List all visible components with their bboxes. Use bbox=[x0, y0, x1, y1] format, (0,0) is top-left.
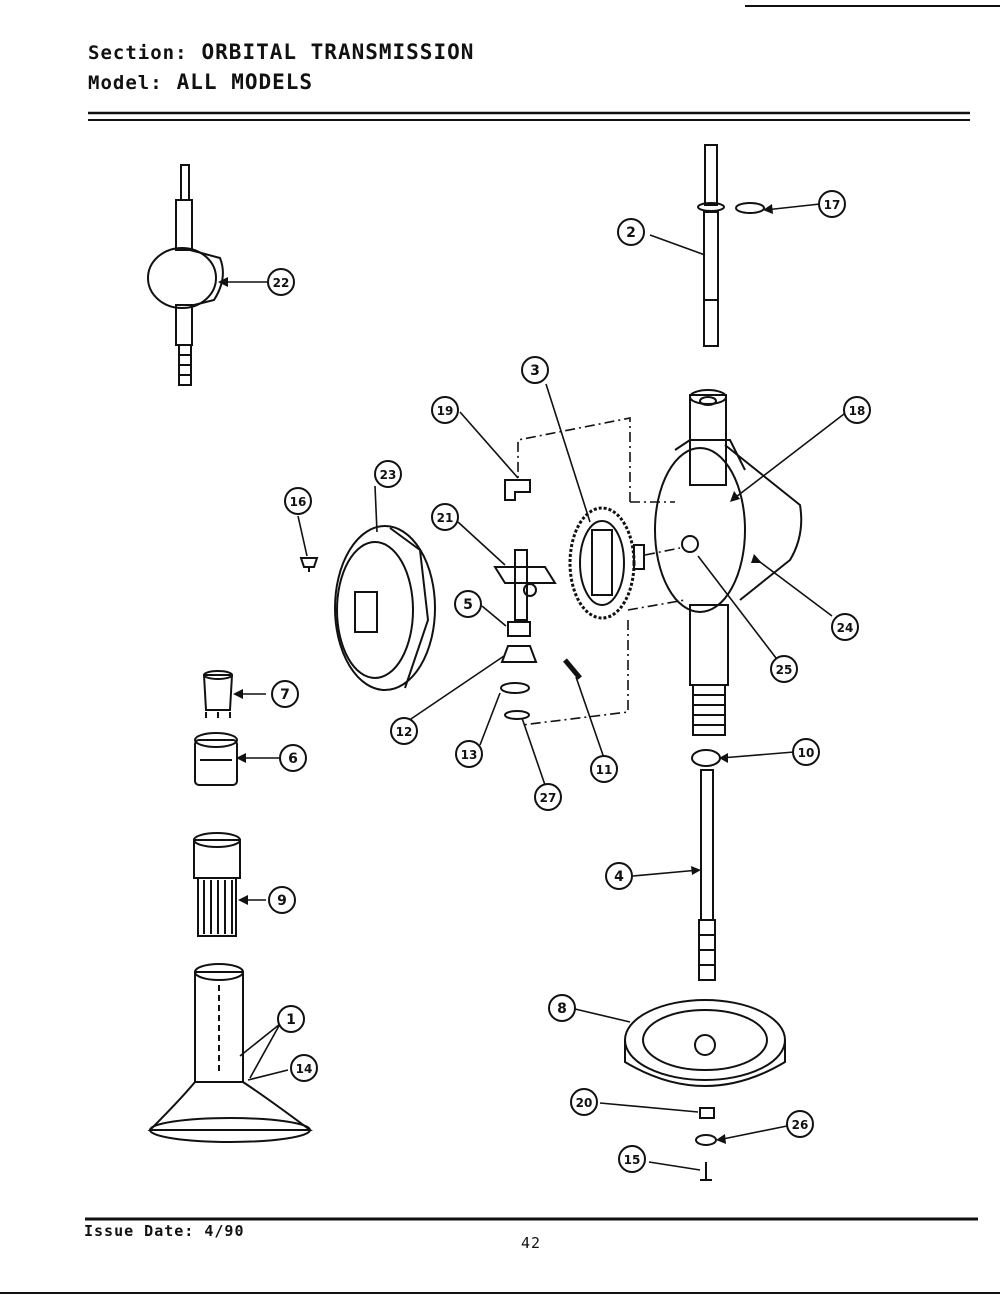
callout-label: 8 bbox=[557, 1001, 567, 1017]
part-cover bbox=[334, 525, 436, 691]
callout-label: 24 bbox=[837, 621, 854, 635]
callout-23: 23 bbox=[374, 460, 402, 488]
callout-label: 25 bbox=[776, 663, 793, 677]
section-heading: Section: ORBITAL TRANSMISSION bbox=[88, 40, 474, 64]
callout-1: 1 bbox=[277, 1005, 305, 1033]
callout-label: 10 bbox=[798, 746, 815, 760]
callout-label: 11 bbox=[596, 763, 613, 777]
part-pin bbox=[563, 658, 582, 680]
callout-2: 2 bbox=[617, 218, 645, 246]
callout-label: 26 bbox=[792, 1118, 809, 1132]
callout-label: 1 bbox=[286, 1012, 296, 1028]
callout-label: 19 bbox=[437, 404, 454, 418]
part-washer bbox=[500, 682, 530, 694]
callout-18: 18 bbox=[843, 396, 871, 424]
part-nut bbox=[699, 1107, 715, 1119]
callout-6: 6 bbox=[279, 744, 307, 772]
model-heading: Model: ALL MODELS bbox=[88, 70, 313, 94]
callout-15: 15 bbox=[618, 1145, 646, 1173]
part-screw bbox=[299, 557, 319, 572]
callout-22: 22 bbox=[267, 268, 295, 296]
page-number: 42 bbox=[521, 1234, 542, 1252]
part-seal bbox=[691, 749, 721, 767]
callout-label: 27 bbox=[540, 791, 557, 805]
callout-label: 12 bbox=[396, 725, 413, 739]
callout-label: 3 bbox=[530, 363, 540, 379]
callout-label: 13 bbox=[461, 748, 478, 762]
callout-20: 20 bbox=[570, 1088, 598, 1116]
callout-label: 16 bbox=[290, 495, 307, 509]
section-label: Section: bbox=[88, 42, 188, 64]
callout-layer: 1234567891011121314151617181920212223242… bbox=[267, 190, 871, 1173]
part-transmission-assembly bbox=[147, 164, 224, 386]
callout-26: 26 bbox=[786, 1110, 814, 1138]
callout-17: 17 bbox=[818, 190, 846, 218]
part-ring bbox=[735, 202, 765, 214]
callout-label: 22 bbox=[273, 276, 290, 290]
part-washer-small bbox=[504, 710, 530, 720]
model-label: Model: bbox=[88, 72, 163, 94]
callout-5: 5 bbox=[454, 590, 482, 618]
part-lower-shaft bbox=[698, 769, 716, 981]
model-value: ALL MODELS bbox=[176, 70, 314, 94]
callout-7: 7 bbox=[271, 680, 299, 708]
callout-label: 9 bbox=[277, 893, 287, 909]
part-gear bbox=[568, 506, 645, 620]
callout-label: 17 bbox=[824, 198, 841, 212]
part-pulley bbox=[624, 999, 786, 1087]
part-bolt bbox=[700, 1162, 712, 1181]
callout-4: 4 bbox=[605, 862, 633, 890]
part-pinion-assembly bbox=[493, 549, 557, 621]
callout-label: 7 bbox=[280, 687, 290, 703]
callout-12: 12 bbox=[390, 717, 418, 745]
callout-24: 24 bbox=[831, 613, 859, 641]
callout-16: 16 bbox=[284, 487, 312, 515]
callout-21: 21 bbox=[431, 503, 459, 531]
callout-label: 15 bbox=[624, 1153, 641, 1167]
part-transmission-housing bbox=[654, 389, 803, 736]
callout-8: 8 bbox=[548, 994, 576, 1022]
alignment-lines bbox=[517, 417, 686, 726]
part-bevel-gear bbox=[500, 645, 538, 663]
callout-14: 14 bbox=[290, 1054, 318, 1082]
callout-label: 23 bbox=[380, 468, 397, 482]
part-agitator-base bbox=[147, 963, 314, 1143]
callout-25: 25 bbox=[770, 655, 798, 683]
callout-label: 20 bbox=[576, 1096, 593, 1110]
part-clip bbox=[504, 479, 531, 501]
section-value: ORBITAL TRANSMISSION bbox=[201, 40, 475, 64]
part-cap bbox=[202, 670, 234, 718]
part-upper-shaft bbox=[697, 144, 725, 347]
issue-date: Issue Date: 4/90 bbox=[84, 1222, 245, 1240]
arrowheads bbox=[218, 204, 773, 1144]
callout-19: 19 bbox=[431, 396, 459, 424]
callout-label: 14 bbox=[296, 1062, 313, 1076]
leader-lines bbox=[220, 203, 845, 1171]
callout-9: 9 bbox=[268, 886, 296, 914]
callout-13: 13 bbox=[455, 740, 483, 768]
part-coupling bbox=[194, 732, 238, 786]
callout-10: 10 bbox=[792, 738, 820, 766]
part-bushing bbox=[507, 621, 531, 637]
callout-label: 21 bbox=[437, 511, 454, 525]
callout-label: 18 bbox=[849, 404, 866, 418]
callout-11: 11 bbox=[590, 755, 618, 783]
callout-label: 2 bbox=[626, 225, 636, 241]
callout-label: 4 bbox=[614, 869, 624, 885]
callout-label: 6 bbox=[288, 751, 298, 767]
part-filter bbox=[193, 832, 241, 937]
callout-3: 3 bbox=[521, 356, 549, 384]
callout-label: 5 bbox=[463, 597, 473, 613]
callout-27: 27 bbox=[534, 783, 562, 811]
part-lock-washer bbox=[695, 1134, 717, 1146]
